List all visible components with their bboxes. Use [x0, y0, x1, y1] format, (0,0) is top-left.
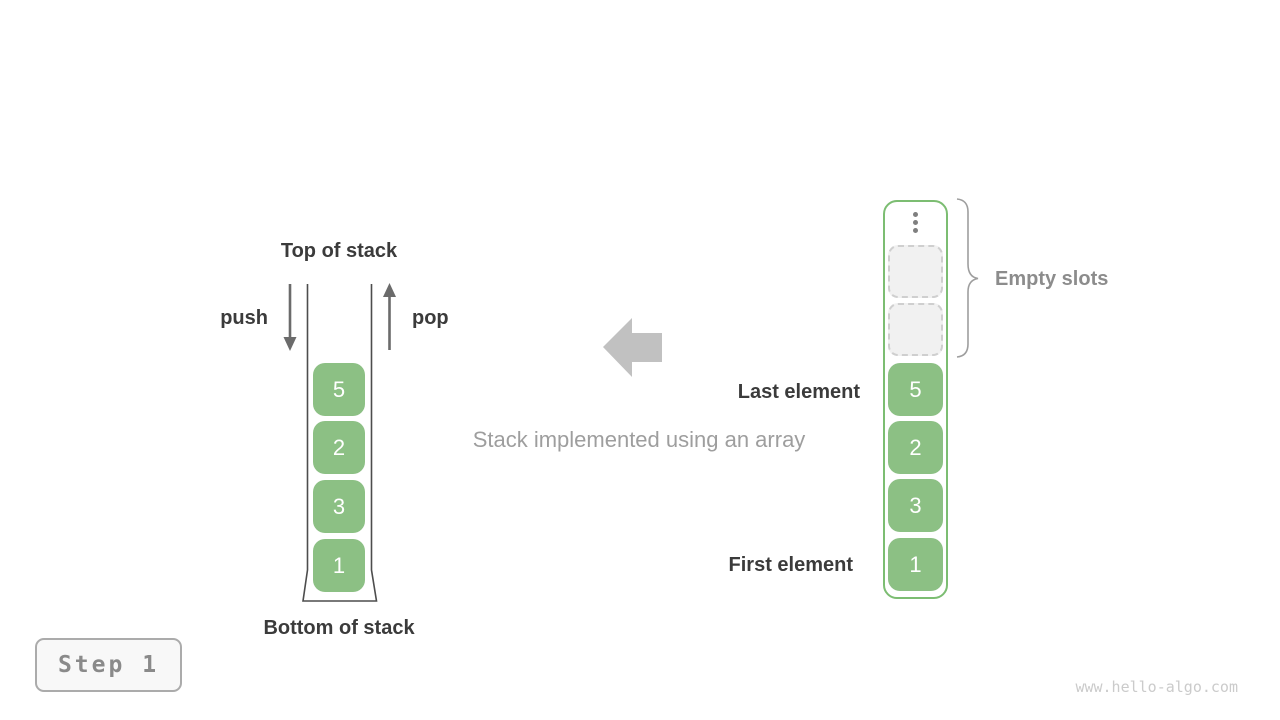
stack-cell: 1 [313, 539, 365, 592]
stack-cell: 5 [313, 363, 365, 416]
push-label: push [220, 307, 268, 329]
array-cell: 5 [888, 363, 943, 416]
empty-slot [888, 245, 943, 298]
first-element-label: First element [728, 554, 853, 576]
bottom-of-stack-label: Bottom of stack [263, 617, 415, 639]
center-caption: Stack implemented using an array [472, 427, 806, 452]
array-cell: 1 [888, 538, 943, 591]
right-curly-brace-icon [956, 198, 979, 358]
last-element-label: Last element [737, 381, 860, 403]
step-badge: Step 1 [35, 638, 182, 692]
step-label: Step 1 [57, 652, 160, 678]
stack-cell: 3 [313, 480, 365, 533]
top-of-stack-label: Top of stack [280, 240, 398, 262]
stack-cell: 2 [313, 421, 365, 474]
vertical-ellipsis-icon [913, 212, 918, 233]
push-arrow-icon [283, 284, 297, 351]
array-cell: 3 [888, 479, 943, 532]
pop-arrow-icon [383, 283, 396, 350]
left-arrow-icon [603, 318, 662, 377]
pop-label: pop [412, 307, 449, 329]
empty-slots-label: Empty slots [995, 268, 1109, 290]
empty-slot [888, 303, 943, 356]
array-cell: 2 [888, 421, 943, 474]
watermark: www.hello-algo.com [1075, 678, 1238, 696]
